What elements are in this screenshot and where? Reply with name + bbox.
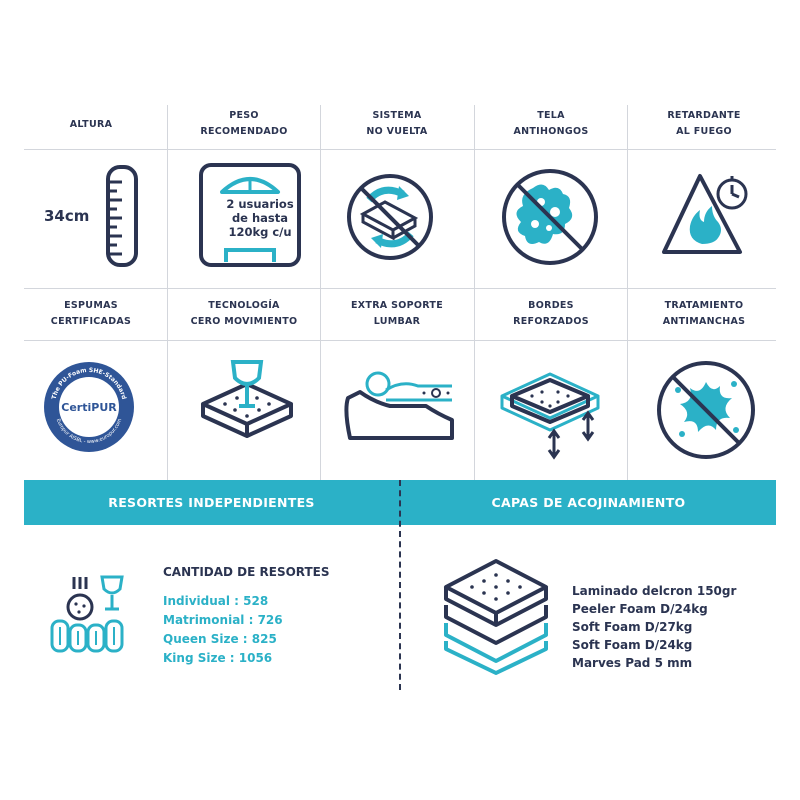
grid-line-v3	[474, 105, 475, 480]
springs-item: Matrimonial : 726	[163, 613, 283, 627]
springs-item: Individual : 528	[163, 594, 269, 608]
section-divider	[399, 480, 401, 690]
layer-item: Marves Pad 5 mm	[572, 656, 693, 670]
anti-fungus-icon	[502, 169, 598, 265]
wine-glass-mattress-icon	[201, 360, 293, 438]
reinforced-edges-icon	[500, 372, 600, 460]
grid-line-v4	[627, 105, 628, 480]
springs-item: King Size : 1056	[163, 651, 273, 665]
scale-icon	[199, 163, 301, 267]
grid-line-v2	[320, 105, 321, 480]
grid-line-v1	[167, 105, 168, 480]
feature-label-altura: ALTURA	[69, 119, 113, 130]
height-value: 34cm	[44, 207, 90, 225]
fire-retardant-icon	[662, 174, 748, 254]
grid-line-top	[24, 149, 776, 150]
pocket-springs-icon	[50, 575, 124, 653]
no-flip-icon	[347, 174, 433, 260]
springs-list: Individual : 528 Matrimonial : 726 Queen…	[163, 592, 283, 668]
layer-item: Peeler Foam D/24kg	[572, 602, 708, 616]
layer-item: Soft Foam D/24kg	[572, 638, 693, 652]
certipur-seal-icon: The PU-Foam SHE-Standard Europur AISBL -…	[44, 362, 134, 452]
springs-section-title: RESORTES INDEPENDIENTES	[108, 495, 315, 510]
certipur-center-text: CertiPUR	[61, 401, 117, 414]
layer-item: Laminado delcron 150gr	[572, 584, 737, 598]
layers-section-title: CAPAS DE ACOJINAMIENTO	[491, 495, 686, 510]
anti-stain-icon	[657, 361, 755, 459]
lumbar-support-icon	[344, 371, 454, 440]
springs-heading: CANTIDAD DE RESORTES	[163, 565, 330, 579]
grid-line-lower	[24, 340, 776, 341]
cushion-layers-icon	[444, 559, 548, 675]
springs-item: Queen Size : 825	[163, 632, 277, 646]
layer-item: Soft Foam D/27kg	[572, 620, 693, 634]
layers-list: Laminado delcron 150gr Peeler Foam D/24k…	[572, 582, 736, 672]
ruler-icon	[106, 165, 138, 267]
grid-line-middle	[24, 288, 776, 289]
